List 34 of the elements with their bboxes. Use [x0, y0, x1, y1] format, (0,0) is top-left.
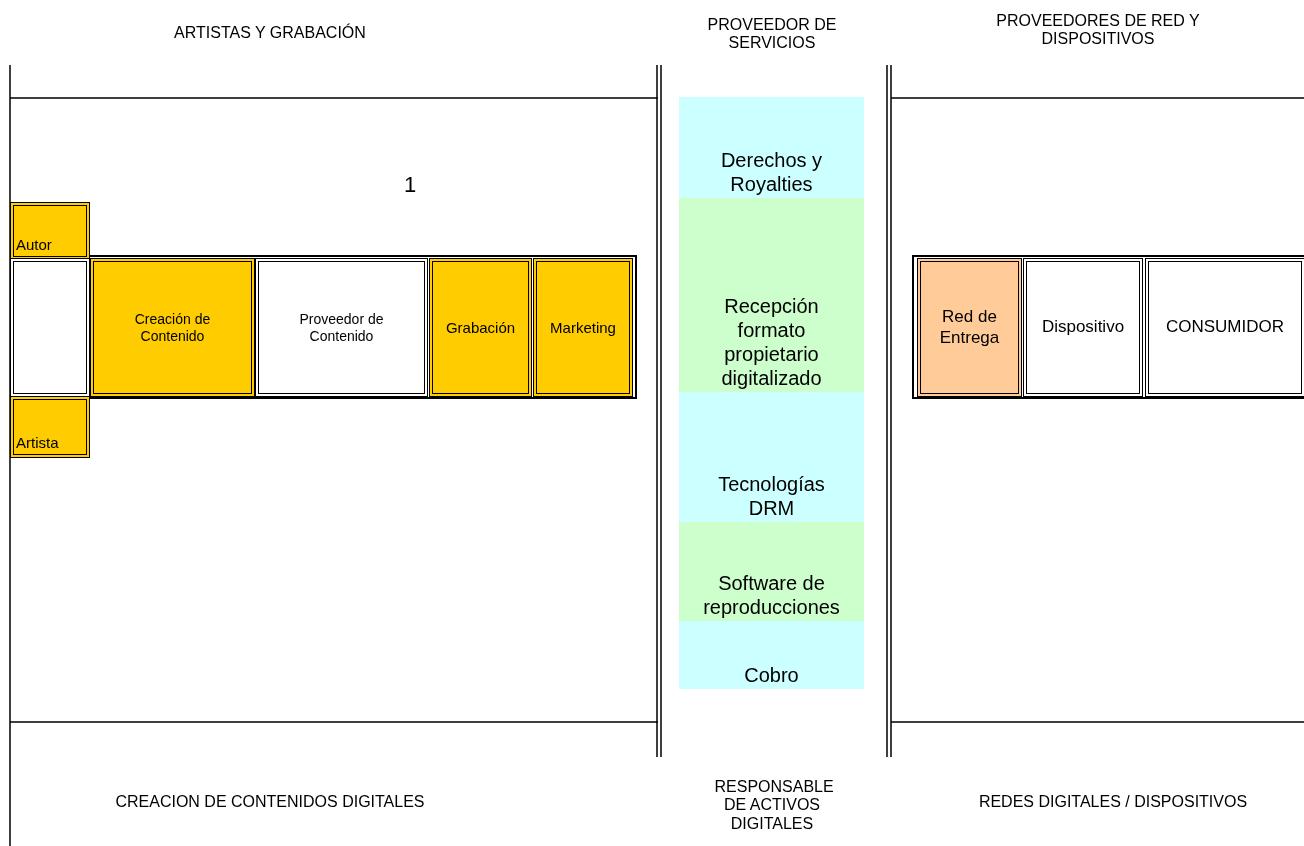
box-label: Creación de Contenido: [133, 310, 212, 345]
box-label: Proveedor de Contenido: [298, 310, 385, 345]
box-label: Autor: [16, 236, 52, 254]
text-box: [10, 202, 90, 260]
text-box: [90, 258, 255, 397]
text-box: [255, 258, 428, 397]
section-heading: REDES DIGITALES / DISPOSITIVOS: [977, 793, 1249, 812]
box-label: Cobro: [744, 663, 799, 687]
section-heading: PROVEEDORES DE RED Y DISPOSITIVOS: [995, 12, 1201, 49]
box-label: Software de reproducciones: [702, 571, 841, 619]
section-heading: PROVEEDOR DE SERVICIOS: [707, 16, 837, 53]
text-band: [679, 621, 864, 689]
text-band: [679, 392, 864, 522]
text-band: [679, 97, 864, 198]
text-box: [429, 258, 532, 397]
text-box: [917, 258, 1022, 397]
text-band: [679, 198, 864, 392]
text-box: [533, 258, 633, 397]
text-band: [679, 522, 864, 621]
section-heading: ARTISTAS Y GRABACIÓN: [173, 24, 367, 43]
box-label: Artista: [16, 434, 59, 452]
callout-number: 1: [402, 172, 418, 198]
box-label: Recepción formato propietario digitalizado: [720, 294, 823, 390]
text-box: [1145, 258, 1304, 397]
box-label: Dispositivo: [1041, 317, 1125, 338]
text-box: [1023, 258, 1143, 397]
text-box: [10, 396, 90, 458]
section-heading: CREACION DE CONTENIDOS DIGITALES: [114, 793, 426, 812]
box-label: Red de Entrega: [938, 307, 1001, 348]
box-label: Marketing: [550, 318, 616, 337]
box-label: Derechos y Royalties: [719, 148, 824, 196]
box-label: Grabación: [445, 318, 516, 337]
box-label: CONSUMIDOR: [1165, 317, 1285, 338]
box-label: Tecnologías DRM: [717, 472, 826, 520]
